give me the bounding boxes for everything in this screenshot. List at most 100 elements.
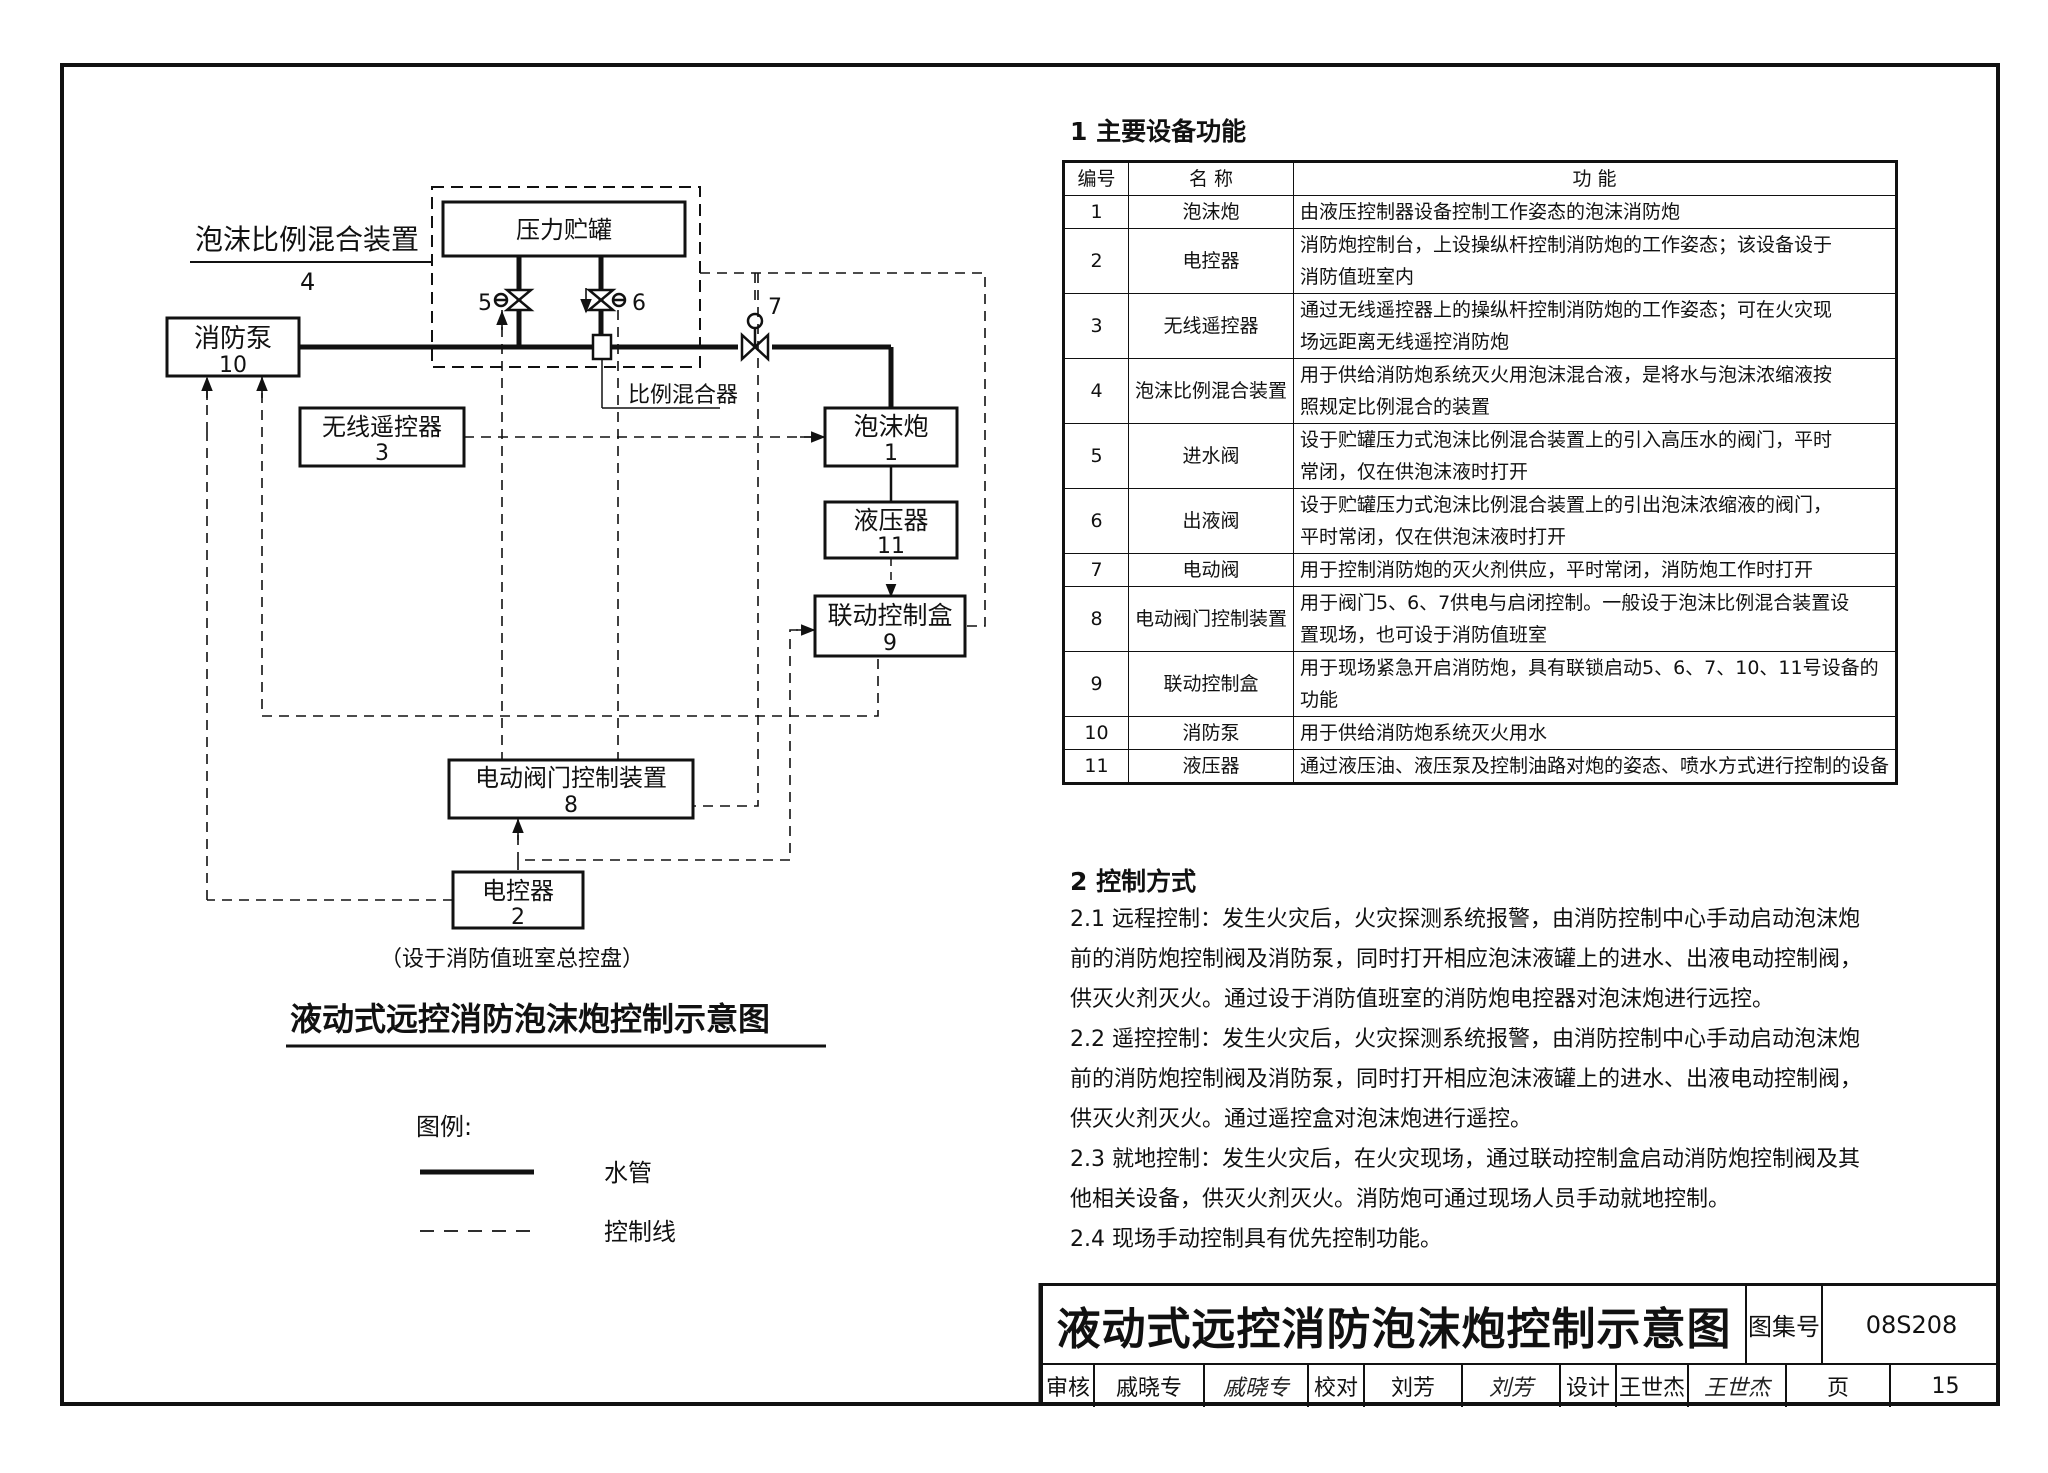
equipment-function-line: 用于阀门5、6、7供电与启闭控制。一般设于泡沫比例混合装置设 bbox=[1299, 592, 1850, 614]
electric-controller-number: 2 bbox=[511, 905, 525, 930]
equipment-no: 9 bbox=[1063, 651, 1129, 717]
reviewer-signature: 戚晓专 bbox=[1205, 1365, 1309, 1407]
control-mode-line: 前的消防炮控制阀及消防泵，同时打开相应泡沫液罐上的进水、出液电动控制阀， bbox=[1070, 947, 1863, 972]
legend-water-label: 水管 bbox=[604, 1159, 652, 1187]
valve-controller-number: 8 bbox=[564, 793, 578, 818]
equipment-function-line: 消防炮控制台，上设操纵杆控制消防炮的工作姿态；该设备设于 bbox=[1299, 234, 1832, 256]
control-mode-line: 他相关设备，供灭火剂灭火。消防炮可通过现场人员手动就地控制。 bbox=[1070, 1187, 1731, 1212]
design-label: 设计 bbox=[1561, 1365, 1617, 1407]
controller-note: （设于消防值班室总控盘） bbox=[380, 947, 644, 972]
atlas-no: 08S208 bbox=[1823, 1286, 2000, 1365]
equipment-name: 泡沫比例混合装置 bbox=[1127, 358, 1294, 424]
proportioner-box bbox=[591, 333, 613, 361]
control-mode-line: 2.1 远程控制：发生火灾后，火灾探测系统报警，由消防控制中心手动启动泡沫炮 bbox=[1070, 907, 1860, 932]
proportioner-label: 比例混合器 bbox=[628, 383, 738, 408]
control-mode-line: 供灭火剂灭火。通过遥控盒对泡沫炮进行遥控。 bbox=[1070, 1107, 1533, 1132]
valve-6-label: 6 bbox=[632, 291, 646, 316]
equipment-no: 6 bbox=[1063, 488, 1129, 554]
header-func: 功 能 bbox=[1292, 161, 1898, 196]
electric-controller-name: 电控器 bbox=[482, 877, 554, 905]
hydraulic-unit-box bbox=[823, 500, 959, 560]
equipment-name: 泡沫炮 bbox=[1127, 195, 1294, 229]
valve-7-symbol bbox=[740, 312, 770, 362]
equipment-no: 8 bbox=[1063, 586, 1129, 652]
checker-name: 刘芳 bbox=[1365, 1365, 1463, 1407]
wireless-remote-box bbox=[298, 406, 466, 468]
equipment-table-header: 编号 名 称 功 能 bbox=[1063, 161, 1898, 196]
title-block-title: 液动式远控消防泡沫炮控制示意图 bbox=[1043, 1286, 1747, 1365]
equipment-function: 通过液压油、液压泵及控制油路对炮的姿态、喷水方式进行控制的设备 bbox=[1292, 749, 1898, 784]
equipment-no: 4 bbox=[1063, 358, 1129, 424]
equipment-no: 3 bbox=[1063, 293, 1129, 359]
equipment-function: 设于贮罐压力式泡沫比例混合装置上的引出泡沫浓缩液的阀门，平时常闭，仅在供泡沫液时… bbox=[1292, 488, 1898, 554]
equipment-function: 消防炮控制台，上设操纵杆控制消防炮的工作姿态；该设备设于消防值班室内 bbox=[1292, 228, 1898, 294]
electric-controller-box bbox=[451, 870, 585, 930]
equipment-function: 由液压控制器设备控制工作姿态的泡沫消防炮 bbox=[1292, 195, 1898, 229]
equipment-function: 用于现场紧急开启消防炮，具有联锁启动5、6、7、10、11号设备的功能 bbox=[1292, 651, 1898, 717]
equipment-function-line: 设于贮罐压力式泡沫比例混合装置上的引出泡沫浓缩液的阀门， bbox=[1299, 494, 1832, 516]
wireless-remote-name: 无线遥控器 bbox=[322, 413, 442, 441]
equipment-section-title: 1 主要设备功能 bbox=[1070, 117, 1247, 146]
equipment-no: 2 bbox=[1063, 228, 1129, 294]
equipment-name: 联动控制盒 bbox=[1127, 651, 1294, 717]
control-mode-text: 2.1 远程控制：发生火灾后，火灾探测系统报警，由消防控制中心手动启动泡沫炮前的… bbox=[1070, 900, 1910, 1260]
header-no: 编号 bbox=[1063, 161, 1129, 196]
equipment-name: 消防泵 bbox=[1127, 716, 1294, 750]
hydraulic-unit-name: 液压器 bbox=[853, 506, 928, 535]
equipment-function-line: 用于控制消防炮的灭火剂供应，平时常闭，消防炮工作时打开 bbox=[1299, 559, 1813, 581]
equipment-function-line: 消防值班室内 bbox=[1299, 266, 1414, 288]
page-no: 15 bbox=[1931, 1373, 1960, 1399]
page-label: 页 bbox=[1787, 1365, 1891, 1407]
control-lines bbox=[206, 272, 986, 901]
equipment-function-line: 照规定比例混合的装置 bbox=[1299, 396, 1490, 418]
legend-control-label: 控制线 bbox=[604, 1218, 676, 1246]
equipment-function: 设于贮罐压力式泡沫比例混合装置上的引入高压水的阀门，平时常闭，仅在供泡沫液时打开 bbox=[1292, 423, 1898, 489]
valve-6-symbol bbox=[585, 288, 627, 312]
hydraulic-unit-number: 11 bbox=[877, 534, 905, 559]
valve-7-label: 7 bbox=[768, 295, 782, 320]
equipment-no: 7 bbox=[1063, 553, 1129, 587]
valve-5-symbol bbox=[493, 288, 535, 312]
valve-controller-name: 电动阀门控制装置 bbox=[475, 764, 667, 792]
water-pipes bbox=[299, 256, 894, 408]
equipment-function-line: 场远距离无线遥控消防炮 bbox=[1299, 331, 1509, 353]
equipment-function: 用于阀门5、6、7供电与启闭控制。一般设于泡沫比例混合装置设置现场，也可设于消防… bbox=[1292, 586, 1898, 652]
equipment-name: 进水阀 bbox=[1127, 423, 1294, 489]
equipment-function-line: 功能 bbox=[1299, 689, 1338, 711]
equipment-no: 1 bbox=[1063, 195, 1129, 229]
equipment-function: 用于供给消防炮系统灭火用水 bbox=[1292, 716, 1898, 750]
control-mode-line: 供灭火剂灭火。通过设于消防值班室的消防炮电控器对泡沫炮进行远控。 bbox=[1070, 987, 1775, 1012]
pressure-tank-box bbox=[441, 200, 687, 258]
wireless-remote-number: 3 bbox=[375, 441, 389, 466]
equipment-name: 出液阀 bbox=[1127, 488, 1294, 554]
atlas-label: 图集号 bbox=[1747, 1286, 1823, 1365]
control-mode-line: 2.4 现场手动控制具有优先控制功能。 bbox=[1070, 1227, 1442, 1252]
equipment-no: 10 bbox=[1063, 716, 1129, 750]
equipment-name: 电控器 bbox=[1127, 228, 1294, 294]
equipment-function-line: 置现场，也可设于消防值班室 bbox=[1299, 624, 1547, 646]
control-section-title: 2 控制方式 bbox=[1070, 867, 1197, 896]
foam-cannon-number: 1 bbox=[884, 441, 898, 466]
equipment-function-line: 用于供给消防炮系统灭火用泡沫混合液，是将水与泡沫浓缩液按 bbox=[1299, 364, 1832, 386]
check-label: 校对 bbox=[1309, 1365, 1365, 1407]
legend-title: 图例: bbox=[416, 1113, 472, 1141]
equipment-function: 用于供给消防炮系统灭火用泡沫混合液，是将水与泡沫浓缩液按照规定比例混合的装置 bbox=[1292, 358, 1898, 424]
mixer-device-number: 4 bbox=[300, 268, 315, 296]
equipment-function-line: 由液压控制器设备控制工作姿态的泡沫消防炮 bbox=[1299, 201, 1680, 223]
equipment-function-line: 通过无线遥控器上的操纵杆控制消防炮的工作姿态；可在火灾现 bbox=[1299, 299, 1832, 321]
equipment-function: 通过无线遥控器上的操纵杆控制消防炮的工作姿态；可在火灾现场远距离无线遥控消防炮 bbox=[1292, 293, 1898, 359]
pressure-tank-label: 压力贮罐 bbox=[516, 216, 612, 244]
foam-cannon-name: 泡沫炮 bbox=[853, 412, 928, 441]
mixer-device-label: 泡沫比例混合装置 bbox=[195, 223, 419, 256]
equipment-no: 5 bbox=[1063, 423, 1129, 489]
equipment-function-line: 通过液压油、液压泵及控制油路对炮的姿态、喷水方式进行控制的设备 bbox=[1299, 755, 1889, 777]
